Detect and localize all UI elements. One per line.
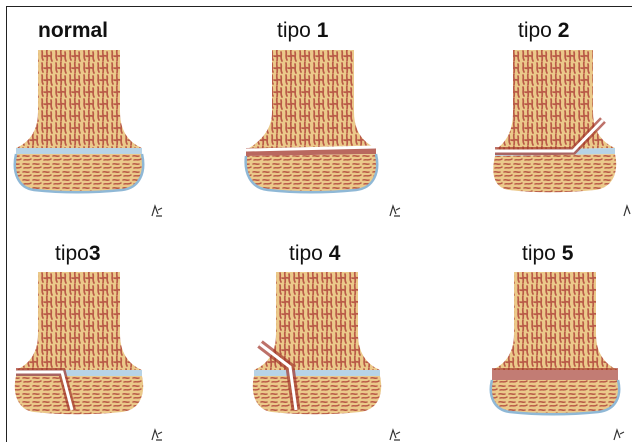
- panel-label-tipo-1: tipo 1: [277, 20, 328, 41]
- panel-label-tipo-2: tipo 2: [518, 20, 569, 41]
- bone-diagram-tipo-5: [488, 272, 623, 422]
- bone-diagram-tipo-3: [12, 272, 152, 422]
- artist-signature-icon: [150, 204, 164, 218]
- artist-signature-icon: [388, 428, 402, 442]
- bone-diagram-normal: [12, 50, 147, 200]
- panel-label-tipo-3: tipo3: [55, 243, 101, 264]
- panel-label-tipo-4: tipo 4: [289, 243, 340, 264]
- artist-signature-icon: [150, 428, 164, 442]
- panel-label-tipo-5: tipo 5: [522, 243, 573, 264]
- bone-diagram-tipo-4: [250, 272, 390, 422]
- artist-signature-icon: [388, 204, 402, 218]
- bone-diagram-tipo-2: [493, 50, 623, 200]
- artist-signature-icon: [622, 204, 632, 218]
- panel-label-normal: normal: [38, 20, 108, 41]
- artist-signature-icon: [612, 428, 626, 442]
- bone-diagram-tipo-1: [242, 50, 382, 200]
